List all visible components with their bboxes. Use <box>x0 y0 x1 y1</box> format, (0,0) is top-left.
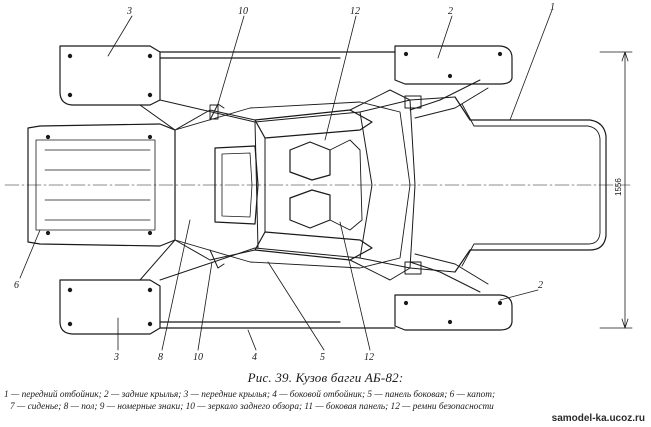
front-bumper <box>454 96 607 273</box>
side-bumper-top <box>159 51 396 59</box>
callout-2-top: 2 <box>448 6 453 17</box>
front-fender-bottom <box>394 294 513 331</box>
callout-10-top: 10 <box>238 6 248 17</box>
license-plate <box>209 104 219 120</box>
side-panel-bottom <box>254 231 373 261</box>
dimension-line <box>599 51 633 329</box>
figure-legend-line-2: 7 — сиденье; 8 — пол; 9 — номерные знаки… <box>10 402 494 412</box>
seat-belts <box>289 139 363 231</box>
callout-10-bottom: 10 <box>193 352 203 363</box>
site-watermark: samodel-ka.ucoz.ru <box>549 413 647 424</box>
callout-2-right: 2 <box>538 280 543 291</box>
callout-12-bottom: 12 <box>364 352 374 363</box>
callout-3-bottom: 3 <box>113 352 119 363</box>
rear-fender-top <box>59 45 161 106</box>
callout-5-bottom: 5 <box>320 352 325 363</box>
callout-4-bottom: 4 <box>252 352 257 363</box>
front-suspension <box>404 79 489 293</box>
buggy-body-diagram: 3 10 12 2 1 6 2 3 8 10 4 5 12 1556 <box>4 2 633 363</box>
dimension-label: 1556 <box>614 178 623 196</box>
floor-panel <box>174 101 411 269</box>
figure-legend-line-1: 1 — передний отбойник; 2 — задние крылья… <box>4 390 496 400</box>
front-fender-top <box>394 45 513 85</box>
callout-6-left: 6 <box>14 280 19 291</box>
callout-8-bottom: 8 <box>158 352 163 363</box>
leader-lines <box>19 9 553 351</box>
callout-1-top: 1 <box>550 2 555 13</box>
rear-fender-bottom <box>59 279 161 335</box>
callout-3-top: 3 <box>126 6 132 17</box>
side-bumper-bottom <box>159 321 396 329</box>
figure-caption-title: Рис. 39. Кузов багги АБ-82: <box>247 370 404 385</box>
side-panel-top <box>254 109 373 139</box>
callout-12-top: 12 <box>350 6 360 17</box>
